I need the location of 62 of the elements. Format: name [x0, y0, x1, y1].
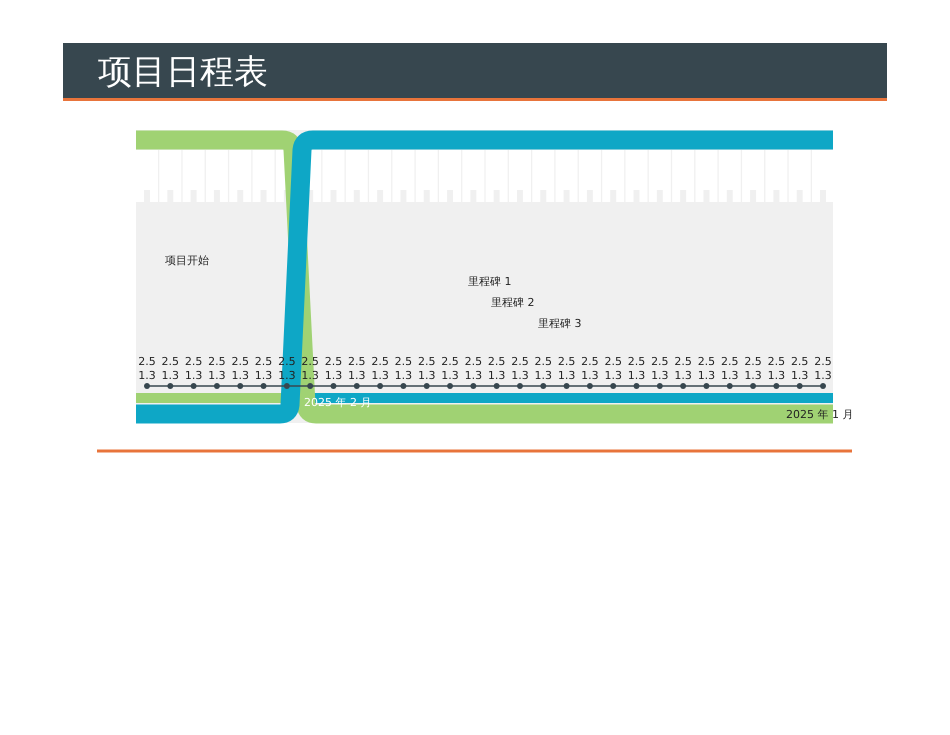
- value-label: 1.3: [534, 369, 552, 382]
- title: 项目日程表: [98, 51, 268, 94]
- value-label: 2.5: [790, 355, 808, 368]
- value-label: 2.5: [628, 355, 646, 368]
- value-label: 1.3: [768, 369, 786, 382]
- value-label: 1.3: [324, 369, 342, 382]
- value-label: 2.5: [418, 355, 436, 368]
- value-label: 1.3: [511, 369, 529, 382]
- value-label: 2.5: [581, 355, 599, 368]
- value-label: 2.5: [488, 355, 506, 368]
- value-label: 2.5: [744, 355, 762, 368]
- value-label: 1.3: [254, 369, 272, 382]
- value-label: 1.3: [208, 369, 226, 382]
- value-label: 2.5: [651, 355, 669, 368]
- value-label: 1.3: [231, 369, 249, 382]
- value-label: 1.3: [348, 369, 366, 382]
- value-label: 2.5: [162, 355, 180, 368]
- value-label: 1.3: [581, 369, 599, 382]
- value-label: 2.5: [558, 355, 576, 368]
- value-label: 1.3: [604, 369, 622, 382]
- value-label: 1.3: [441, 369, 459, 382]
- milestone-label: 里程碑 1: [468, 275, 512, 288]
- value-label: 1.3: [558, 369, 576, 382]
- value-label: 1.3: [698, 369, 716, 382]
- value-label: 1.3: [721, 369, 738, 382]
- value-label: 2.5: [534, 355, 552, 368]
- value-label: 1.3: [744, 369, 762, 382]
- value-label: 1.3: [488, 369, 506, 382]
- value-label: 2.5: [814, 355, 832, 368]
- value-label: 2.5: [348, 355, 366, 368]
- value-label: 2.5: [208, 355, 226, 368]
- value-label: 2.5: [254, 355, 272, 368]
- value-label: 1.3: [464, 369, 482, 382]
- value-label: 1.3: [790, 369, 808, 382]
- value-label: 1.3: [814, 369, 832, 382]
- value-label: 2.5: [184, 355, 202, 368]
- value-label: 1.3: [162, 369, 180, 382]
- value-label: 1.3: [674, 369, 692, 382]
- value-label: 1.3: [184, 369, 202, 382]
- value-label: 2.5: [604, 355, 622, 368]
- value-label: 2.5: [698, 355, 716, 368]
- value-label: 2.5: [721, 355, 738, 368]
- value-label: 1.3: [651, 369, 669, 382]
- milestone-label: 里程碑 2: [491, 296, 534, 309]
- value-label: 1.3: [628, 369, 646, 382]
- value-label: 1.3: [138, 369, 156, 382]
- value-label: 1.3: [394, 369, 412, 382]
- value-label: 2.5: [674, 355, 692, 368]
- value-label: 2.5: [768, 355, 786, 368]
- value-label: 2.5: [511, 355, 529, 368]
- value-label: 2.5: [464, 355, 482, 368]
- value-label: 2.5: [231, 355, 249, 368]
- value-label: 2.5: [324, 355, 342, 368]
- date-label: 2025 年 1 月: [786, 408, 854, 421]
- milestone-label: 项目开始: [165, 254, 209, 267]
- value-label: 1.3: [418, 369, 436, 382]
- value-label: 2.5: [441, 355, 459, 368]
- value-label: 2.5: [371, 355, 389, 368]
- value-label: 2.5: [138, 355, 156, 368]
- milestone-label: 里程碑 3: [538, 317, 582, 330]
- value-label: 1.3: [371, 369, 389, 382]
- value-label: 2.5: [394, 355, 412, 368]
